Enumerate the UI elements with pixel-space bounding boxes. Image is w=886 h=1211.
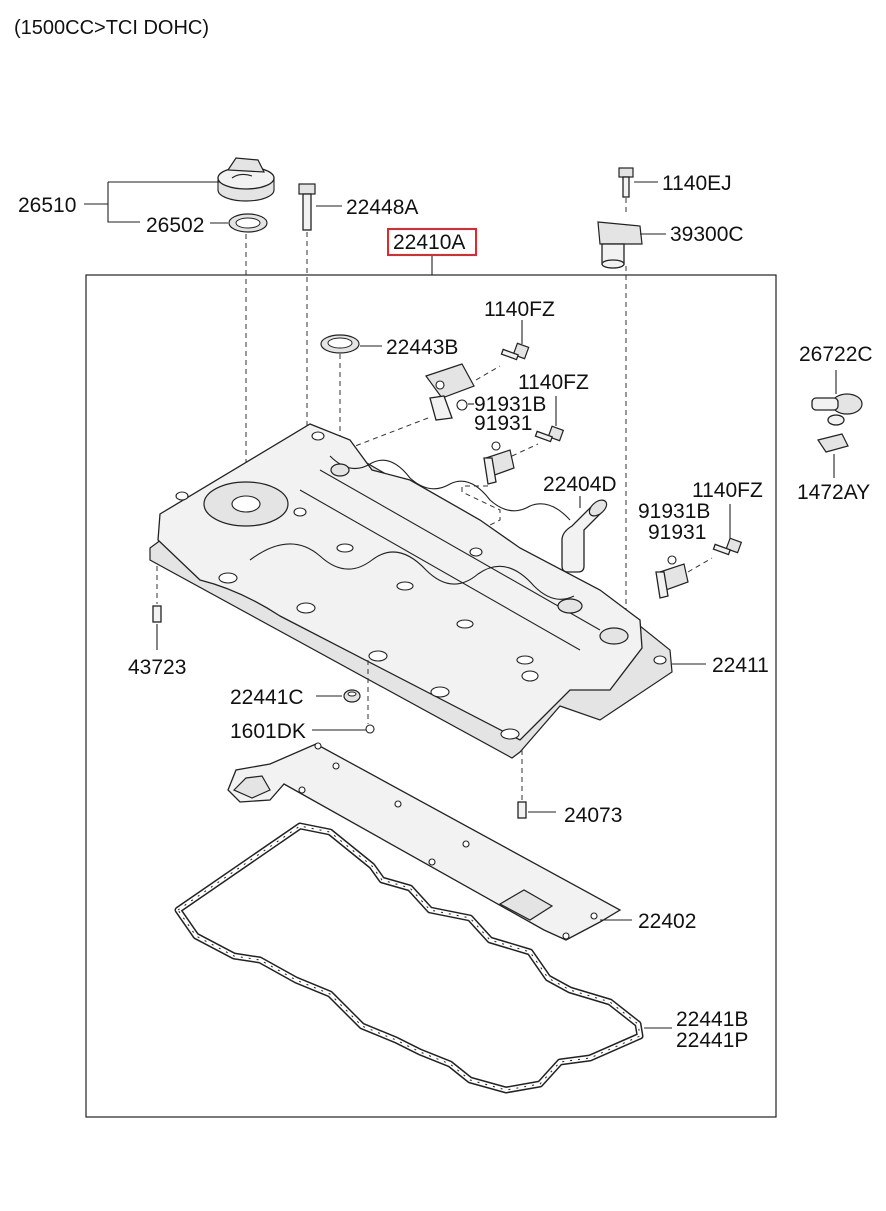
label-43723[interactable]: 43723	[128, 656, 186, 679]
label-91931B-right[interactable]: 91931B	[638, 500, 710, 523]
bolt-1140FZ-middle[interactable]	[534, 425, 565, 443]
bracket-91931B-upper[interactable]	[425, 363, 475, 421]
label-22402[interactable]: 22402	[638, 910, 696, 933]
label-22441B[interactable]: 22441B	[676, 1008, 748, 1031]
bracket-91931-right[interactable]	[655, 555, 689, 599]
label-1140FZ-right[interactable]: 1140FZ	[692, 479, 763, 502]
baffle-plate[interactable]	[227, 742, 622, 941]
bolt-1140FZ-upper[interactable]	[500, 342, 530, 361]
bolt-22448A[interactable]	[298, 183, 316, 231]
label-91931-right[interactable]: 91931	[648, 521, 706, 544]
label-22404D[interactable]: 22404D	[543, 473, 617, 496]
label-1140FZ-middle[interactable]: 1140FZ	[518, 371, 589, 394]
oil-filler-cap[interactable]	[217, 157, 275, 202]
diagram-header: (1500CC>TCI DOHC)	[14, 17, 209, 39]
label-22443B[interactable]: 22443B	[386, 336, 458, 359]
label-1601DK[interactable]: 1601DK	[230, 720, 306, 743]
label-24073[interactable]: 24073	[564, 804, 622, 827]
bolt-1140EJ[interactable]	[618, 167, 634, 198]
dowel-24073[interactable]	[517, 801, 527, 819]
camshaft-position-sensor[interactable]	[597, 221, 643, 269]
label-1472AY[interactable]: 1472AY	[797, 481, 870, 504]
bracket-91931-middle[interactable]	[483, 441, 515, 485]
rocker-cover-gasket[interactable]	[174, 822, 644, 1094]
washer-1601DK[interactable]	[365, 724, 375, 734]
label-22441C[interactable]: 22441C	[230, 686, 304, 709]
pcv-hose[interactable]	[561, 497, 610, 573]
dowel-43723[interactable]	[152, 605, 162, 623]
label-22441P[interactable]: 22441P	[676, 1029, 748, 1052]
label-39300C[interactable]: 39300C	[670, 223, 744, 246]
filler-cap-gasket[interactable]	[228, 213, 268, 233]
label-22410A[interactable]: 22410A	[393, 231, 465, 254]
rocker-cover[interactable]	[149, 423, 673, 759]
clip-1472AY[interactable]	[817, 433, 849, 453]
label-26502[interactable]: 26502	[146, 214, 204, 237]
label-91931-upper[interactable]: 91931	[474, 412, 532, 435]
label-1140EJ[interactable]: 1140EJ	[662, 172, 732, 195]
selected-part-highlight	[387, 228, 477, 256]
label-1140FZ-upper[interactable]: 1140FZ	[484, 298, 555, 321]
label-26722C[interactable]: 26722C	[799, 343, 873, 366]
grommet-22441C[interactable]	[343, 689, 361, 703]
pcv-valve[interactable]	[811, 393, 863, 426]
label-26510[interactable]: 26510	[18, 194, 76, 217]
label-22411[interactable]: 22411	[712, 654, 769, 677]
assembly-frame	[85, 274, 777, 1118]
part-labels: 26510 26502 22448A 22410A 1140EJ 39300C …	[18, 172, 873, 1052]
seal-22443B[interactable]	[320, 334, 360, 354]
bolt-1140FZ-right[interactable]	[712, 537, 743, 556]
label-91931B-upper[interactable]: 91931B	[474, 393, 546, 416]
label-22448A[interactable]: 22448A	[346, 196, 418, 219]
